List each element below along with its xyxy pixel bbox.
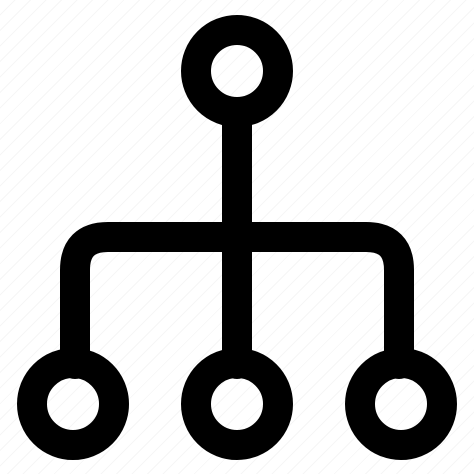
branch-connector [60,222,414,379]
bottom-left-node-circle [17,348,129,460]
bottom-right-node-circle [345,348,457,460]
bottom-center-node-circle [181,348,293,460]
